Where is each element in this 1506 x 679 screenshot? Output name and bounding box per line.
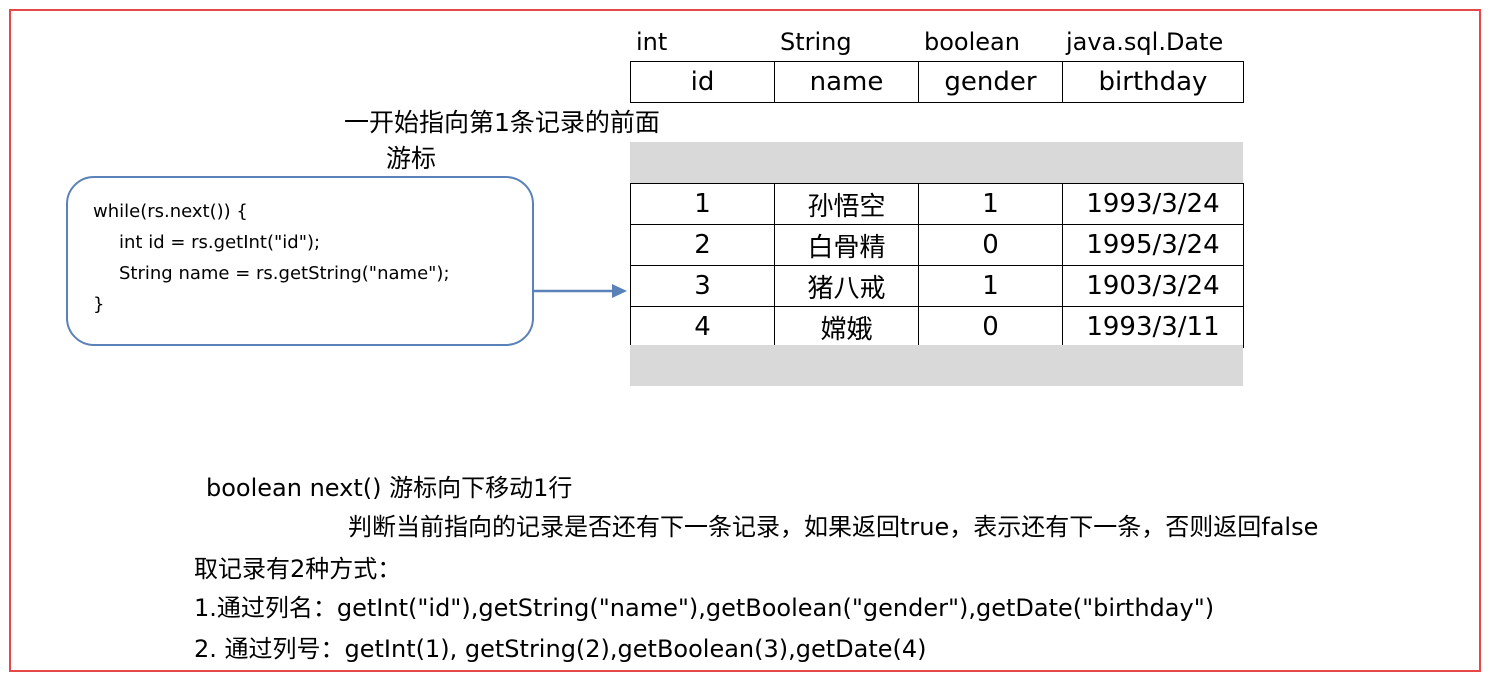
header-row: id name gender birthday xyxy=(630,61,1244,103)
cell-gender: 0 xyxy=(918,306,1063,348)
next-return-description: 判断当前指向的记录是否还有下一条记录，如果返回true，表示还有下一条，否则返回… xyxy=(348,513,1319,541)
code-line-get-int: int id = rs.getInt("id"); xyxy=(119,232,321,253)
header-cell-birthday: birthday xyxy=(1062,61,1244,103)
retrieval-methods-heading: 取记录有2种方式： xyxy=(194,555,402,583)
code-line-get-string: String name = rs.getString("name"); xyxy=(119,263,450,284)
type-label-birthday: java.sql.Date xyxy=(1066,28,1224,56)
type-label-name: String xyxy=(780,28,852,56)
retrieval-by-column-index: 2. 通过列号：getInt(1), getString(2),getBoole… xyxy=(194,635,927,663)
code-snippet-box: while(rs.next()) { int id = rs.getInt("i… xyxy=(66,176,534,346)
retrieval-by-column-name: 1.通过列名：getInt("id"),getString("name"),ge… xyxy=(194,594,1215,622)
table-row: 2 白骨精 0 1995/3/24 xyxy=(630,224,1244,266)
code-line-close-brace: } xyxy=(93,294,105,315)
type-label-id: int xyxy=(636,28,668,56)
cell-birthday: 1993/3/24 xyxy=(1062,183,1244,225)
cursor-before-first-band xyxy=(630,142,1243,183)
cursor-label: 游标 xyxy=(386,144,437,173)
type-label-gender: boolean xyxy=(924,28,1020,56)
cell-gender: 1 xyxy=(918,183,1063,225)
cell-gender: 1 xyxy=(918,265,1063,307)
arrow-icon xyxy=(534,284,627,298)
start-position-note: 一开始指向第1条记录的前面 xyxy=(344,108,660,137)
cell-birthday: 1903/3/24 xyxy=(1062,265,1244,307)
cell-id: 3 xyxy=(630,265,775,307)
cell-name: 孙悟空 xyxy=(774,183,919,225)
table-row: 3 猪八戒 1 1903/3/24 xyxy=(630,265,1244,307)
cell-id: 4 xyxy=(630,306,775,348)
cell-name: 白骨精 xyxy=(774,224,919,266)
cell-birthday: 1993/3/11 xyxy=(1062,306,1244,348)
next-method-description: boolean next() 游标向下移动1行 xyxy=(206,474,573,502)
cell-gender: 0 xyxy=(918,224,1063,266)
table-row: 4 嫦娥 0 1993/3/11 xyxy=(630,306,1244,348)
cell-id: 1 xyxy=(630,183,775,225)
cell-birthday: 1995/3/24 xyxy=(1062,224,1244,266)
table-row: 1 孙悟空 1 1993/3/24 xyxy=(630,183,1244,225)
cell-name: 嫦娥 xyxy=(774,306,919,348)
header-cell-name: name xyxy=(774,61,919,103)
column-header-table: id name gender birthday xyxy=(630,61,1244,103)
cell-name: 猪八戒 xyxy=(774,265,919,307)
header-cell-gender: gender xyxy=(918,61,1063,103)
header-cell-id: id xyxy=(630,61,775,103)
outer-frame xyxy=(9,9,1481,672)
cursor-after-last-band xyxy=(630,345,1243,386)
cell-id: 2 xyxy=(630,224,775,266)
result-set-table: 1 孙悟空 1 1993/3/24 2 白骨精 0 1995/3/24 3 猪八… xyxy=(630,183,1244,348)
column-types: int String boolean java.sql.Date xyxy=(0,26,1506,58)
code-line-while: while(rs.next()) { xyxy=(93,201,248,222)
